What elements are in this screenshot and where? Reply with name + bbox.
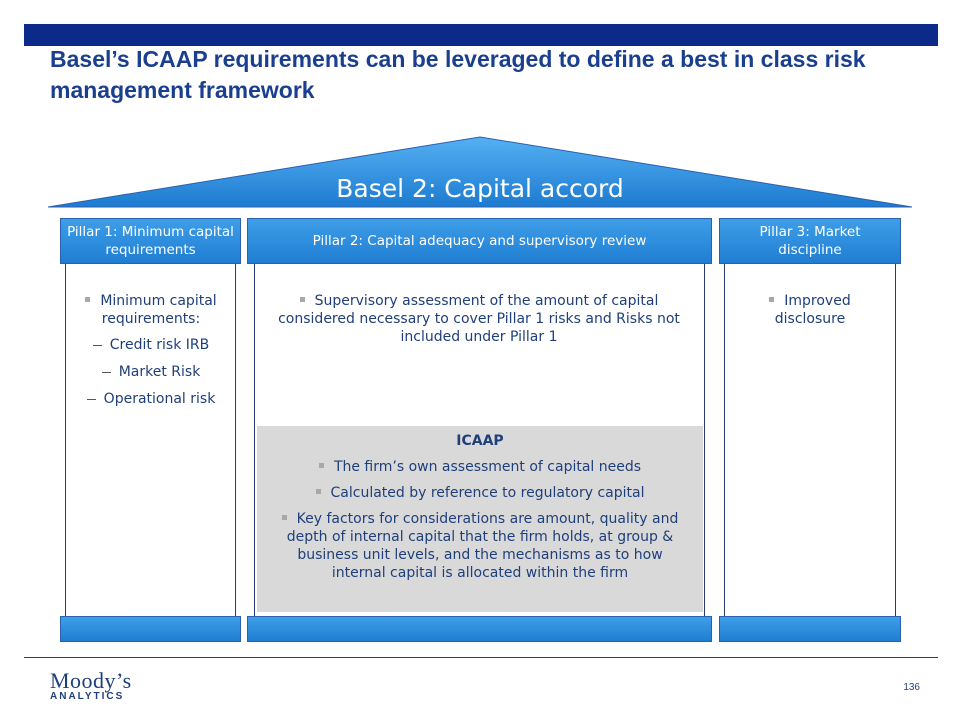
page-title: Basel’s ICAAP requirements can be levera…	[50, 46, 866, 103]
pillar-1-header: Pillar 1: Minimum capital requirements	[60, 218, 241, 264]
moodys-analytics-logo: Moody’s ANALYTICS	[50, 668, 132, 702]
icaap-bullet: The firm’s own assessment of capital nee…	[333, 459, 642, 475]
pillar-3-base	[719, 616, 901, 642]
pillar-2-column	[254, 264, 705, 616]
logo-main-text: Moody’s	[50, 668, 132, 693]
roof-label: Basel 2: Capital accord	[336, 174, 624, 203]
pillar-1-subitem: Credit risk IRB	[109, 337, 210, 353]
dash-icon	[86, 398, 96, 400]
pillar-1-subitem: Market Risk	[118, 364, 201, 380]
pillar-1-content: Minimum capital requirements: Credit ris…	[70, 292, 232, 408]
bullet-icon	[299, 296, 305, 302]
footer-divider	[24, 657, 938, 658]
icaap-box: ICAAP The firm’s own assessment of capit…	[257, 426, 703, 612]
logo-sub-text: ANALYTICS	[50, 691, 125, 702]
dash-icon	[101, 371, 111, 373]
pillar-3-bullet: Improved disclosure	[774, 293, 851, 327]
page-number: 136	[903, 682, 920, 693]
pillar-3-content: Improved disclosure	[740, 292, 880, 328]
pillar-1-column	[65, 264, 236, 616]
top-bar	[24, 24, 938, 46]
icaap-bullet: Calculated by reference to regulatory ca…	[330, 485, 645, 501]
pillar-1-bullet: Minimum capital requirements:	[100, 293, 217, 327]
roof-pediment	[47, 136, 913, 208]
bullet-icon	[318, 462, 324, 468]
pillar-3-column	[724, 264, 896, 616]
bullet-icon	[281, 514, 287, 520]
pillar-2-bullet: Supervisory assessment of the amount of …	[278, 293, 680, 345]
pillar-2-content: Supervisory assessment of the amount of …	[268, 292, 690, 346]
icaap-bullet: Key factors for considerations are amoun…	[286, 511, 679, 581]
pillar-2-base	[247, 616, 712, 642]
bullet-icon	[85, 296, 91, 302]
pillar-1-base	[60, 616, 241, 642]
pillar-3-header: Pillar 3: Market discipline	[719, 218, 901, 264]
pillar-2-header: Pillar 2: Capital adequacy and superviso…	[247, 218, 712, 264]
pillar-1-subitem: Operational risk	[103, 391, 216, 407]
bullet-icon	[315, 488, 321, 494]
dash-icon	[92, 344, 102, 346]
bullet-icon	[769, 296, 775, 302]
icaap-heading: ICAAP	[456, 433, 504, 449]
